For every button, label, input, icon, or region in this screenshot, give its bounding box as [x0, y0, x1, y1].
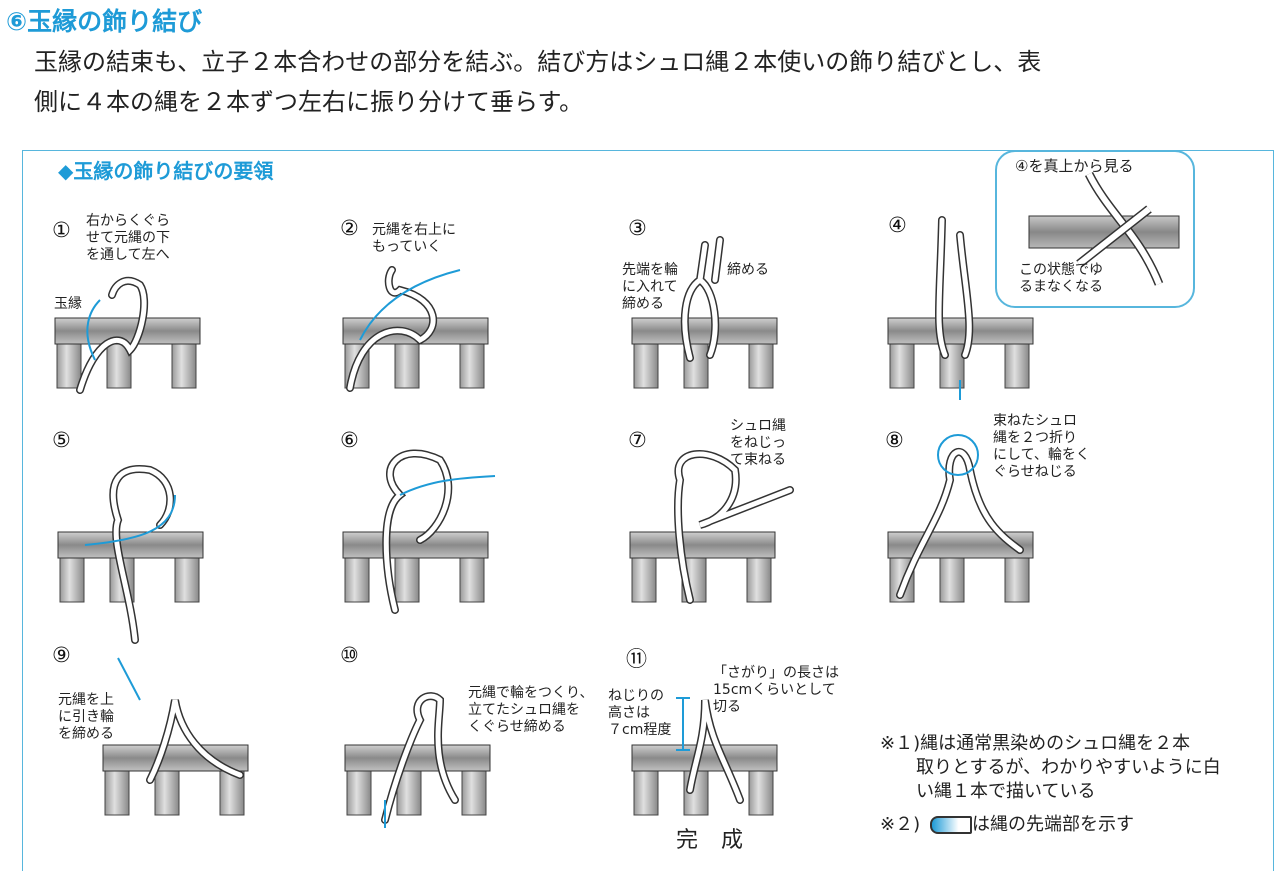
- post: [631, 557, 657, 603]
- inset-caption: この状態でゆ るまなくなる: [1019, 262, 1103, 295]
- rope-tip-legend-icon: [930, 816, 972, 834]
- step-1-label: 右からくぐら せて元縄の下 を通して左へ: [86, 213, 170, 263]
- step-7-number: ⑦: [628, 428, 647, 452]
- twist-highlight: [937, 434, 979, 476]
- rail: [342, 531, 489, 559]
- step-9-number: ⑨: [52, 643, 71, 667]
- fence-step-9: [102, 744, 249, 816]
- post: [104, 770, 130, 816]
- step-8-label: 束ねたシュロ 縄を２つ折り にして、輪をく ぐらせねじる: [993, 413, 1090, 480]
- post: [459, 343, 485, 389]
- fence-step-6: [342, 531, 489, 603]
- rail: [631, 744, 778, 772]
- inset-title: ④を真上から見る: [1015, 157, 1134, 175]
- rope-step-10: [381, 692, 459, 824]
- inset-rail-top-view: [1028, 171, 1180, 286]
- post: [1004, 343, 1030, 389]
- fence-step-7: [629, 531, 776, 603]
- lead-line-1: 玉縁の結束も、立子２本合わせの部分を結ぶ。結び方はシュロ縄２本使いの飾り結びとし…: [34, 48, 1042, 76]
- rope-step-2: [346, 266, 438, 392]
- post: [889, 343, 915, 389]
- fence-step-4: [887, 317, 1034, 389]
- rail: [629, 531, 776, 559]
- rope-step-9: [146, 699, 244, 784]
- rail: [631, 317, 778, 345]
- post: [59, 557, 85, 603]
- step-3-label: 先端を輪 に入れて 締める: [622, 262, 678, 312]
- step-8-number: ⑧: [885, 428, 904, 452]
- complete-label: 完 成: [676, 828, 751, 853]
- note-1: ※１)縄は通常黒染めのシュロ縄を２本 取りとするが、わかりやすいように白 い縄１…: [880, 733, 1221, 802]
- direction-arrow: [359, 269, 461, 341]
- step-6-number: ⑥: [340, 428, 359, 452]
- post: [633, 343, 659, 389]
- rail: [57, 531, 204, 559]
- step-11-number: ⑪: [626, 647, 647, 671]
- rope-step-8: [896, 447, 1024, 599]
- step-4-number: ④: [888, 213, 907, 237]
- rope-step-3: [680, 236, 724, 362]
- step-1-tamabuchi-label: 玉縁: [54, 296, 82, 312]
- top-view-inset: ④を真上から見る この状態でゆ るまなくなる: [995, 150, 1195, 308]
- rail: [344, 744, 491, 772]
- direction-arrow: [399, 475, 496, 496]
- rail: [887, 317, 1034, 345]
- post: [394, 557, 420, 603]
- step-11-height-label: ねじりの 高さは ７cm程度: [608, 688, 672, 738]
- rope-step-4: [935, 216, 974, 359]
- rope-step-6: [382, 449, 453, 614]
- note-2-prefix: ※２): [880, 814, 921, 835]
- step-2-label: 元縄を右上に もっていく: [372, 222, 456, 255]
- post: [461, 770, 487, 816]
- step-7-label: シュロ縄 をねじっ て束ねる: [730, 418, 786, 468]
- step-2-number: ②: [340, 216, 359, 240]
- post: [1004, 557, 1030, 603]
- fence-step-10: [344, 744, 491, 816]
- post: [56, 343, 82, 389]
- diagram-frame: [22, 150, 1274, 871]
- post: [344, 557, 370, 603]
- diagram-title: ◆玉縁の飾り結びの要領: [58, 159, 274, 183]
- section-heading: ⑥玉縁の飾り結び: [6, 7, 203, 36]
- rope-step-5: [109, 465, 175, 644]
- step-1-number: ①: [52, 218, 71, 242]
- step-3-number: ③: [628, 216, 647, 240]
- fence-step-5: [57, 531, 204, 603]
- lead-line-2: 側に４本の縄を２本ずつ左右に振り分けて垂らす。: [34, 88, 584, 116]
- step-3-tighten-label: 締める: [727, 262, 769, 278]
- rope-step-7: [674, 450, 794, 604]
- step-10-number: ⑩: [340, 643, 359, 667]
- direction-arrow: [117, 657, 141, 701]
- step-11-length-label: 「さがり」の長さは 15cmくらいとして 切る: [713, 665, 839, 715]
- direction-arrow: [84, 494, 176, 546]
- lead-text: 玉縁の結束も、立子２本合わせの部分を結ぶ。結び方はシュロ縄２本使いの飾り結びとし…: [34, 42, 1041, 122]
- fence-step-1: [54, 317, 201, 389]
- fence-step-11: [631, 744, 778, 816]
- step-10-label: 元縄で輪をつくり、 立てたシュロ縄を くぐらせ締める: [468, 685, 594, 735]
- note-2-text: は縄の先端部を示す: [972, 814, 1134, 835]
- step-9-label: 元縄を上 に引き輪 を締める: [58, 692, 114, 742]
- step-5-number: ⑤: [52, 428, 71, 452]
- rope-step-1: [76, 276, 149, 394]
- height-marker: [676, 697, 690, 751]
- direction-arrow: [86, 299, 101, 361]
- post: [171, 343, 197, 389]
- rope-step-11: [686, 699, 744, 804]
- post: [394, 343, 420, 389]
